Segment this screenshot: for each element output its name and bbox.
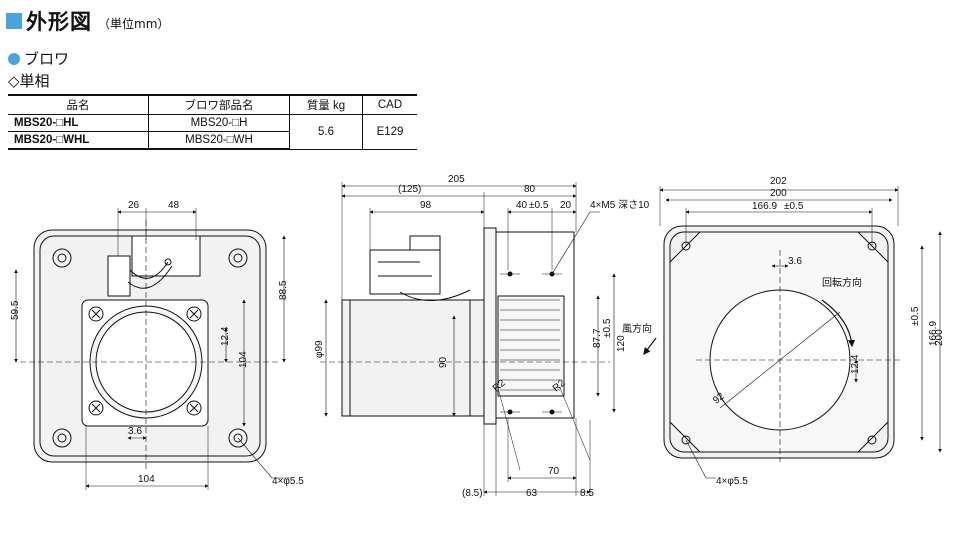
dim-tolerance: ±0.5: [784, 201, 804, 212]
spec-table: 品名 ブロワ部品名 質量 kg CAD MBS20-□HL MBS20-□H 5…: [8, 94, 417, 150]
dim-tolerance: ±0.5: [602, 318, 613, 338]
product-type: ブロワ: [8, 48, 69, 69]
dim-label: 87.7: [592, 328, 603, 348]
dim-label: 205: [448, 174, 465, 185]
dim-tolerance: ±0.5: [910, 306, 921, 326]
col-blower: ブロワ部品名: [148, 94, 290, 115]
dim-label: (125): [398, 184, 421, 195]
dim-label: 26: [128, 200, 140, 211]
side-view: [320, 182, 616, 496]
dim-label: 12.4: [220, 326, 231, 346]
dim-label: 48: [168, 200, 180, 211]
dim-label: 3.6: [788, 256, 802, 267]
front-view-labels: 26 48 59.5 88.5 12.4 104 3.6 104 4×φ5.5: [10, 200, 304, 487]
dim-tolerance: ±0.5: [529, 200, 549, 211]
dim-label: 166.9: [752, 201, 777, 212]
dim-label: 90: [438, 356, 449, 368]
dim-label: 59.5: [10, 300, 21, 320]
blower-name: MBS20-□WH: [148, 131, 290, 150]
dim-label: 104: [238, 351, 249, 368]
col-product: 品名: [8, 94, 149, 115]
table-row: MBS20-□HL MBS20-□H 5.6 E129: [8, 114, 417, 150]
dim-label: 70: [548, 466, 560, 477]
rotation-direction-label: 回転方向: [822, 276, 862, 289]
table-row: MBS20-□WHL MBS20-□WH: [8, 131, 417, 150]
dim-label: 40: [516, 200, 528, 211]
dim-label: 3.6: [128, 426, 142, 437]
dim-label: 120: [616, 335, 627, 352]
cad-value: E129: [362, 114, 417, 150]
side-view-labels: 205 (125) 80 98 40 ±0.5 20 4×M5 深さ10 φ99…: [314, 174, 650, 499]
dim-label: 63: [526, 488, 538, 499]
dim-label: 88.5: [278, 280, 289, 300]
dim-label: 20: [560, 200, 572, 211]
dim-label: 166.9: [928, 321, 939, 346]
section-header: 外形図 （単位mm）: [6, 6, 169, 36]
dim-label: 98: [420, 200, 432, 211]
blower-name: MBS20-□H: [148, 114, 290, 132]
spec-table-header: 品名 ブロワ部品名 質量 kg CAD: [8, 94, 417, 115]
dim-label: 202: [770, 176, 787, 187]
blue-dot-icon: [8, 52, 20, 65]
airflow-direction-label: 風方向: [622, 322, 652, 335]
dim-label: φ99: [314, 340, 325, 358]
dim-label: (8.5): [462, 488, 483, 499]
dim-label: 104: [138, 474, 155, 485]
front-view: [14, 208, 290, 490]
dim-label: 12.4: [850, 354, 861, 374]
mass-value: 5.6: [289, 114, 363, 150]
phase-label: ◇単相: [8, 72, 50, 90]
dim-label: 200: [934, 329, 945, 346]
product-name: MBS20-□WHL: [8, 131, 149, 150]
rear-view: [643, 186, 942, 479]
dim-label: 80: [524, 184, 536, 195]
dim-label: 4×φ5.5: [716, 476, 748, 487]
col-cad: CAD: [362, 94, 417, 115]
product-type-label: ブロワ: [24, 50, 70, 68]
col-mass: 質量 kg: [289, 94, 363, 115]
unit-note: （単位mm）: [98, 16, 170, 31]
blue-square-icon: [6, 13, 22, 29]
thread-note: 4×M5 深さ10: [590, 199, 650, 211]
dim-label: 8.5: [580, 488, 594, 499]
dim-label: 200: [770, 188, 787, 199]
product-name: MBS20-□HL: [8, 114, 149, 132]
dim-label: 4×φ5.5: [272, 476, 304, 487]
page-title: 外形図: [26, 10, 92, 34]
